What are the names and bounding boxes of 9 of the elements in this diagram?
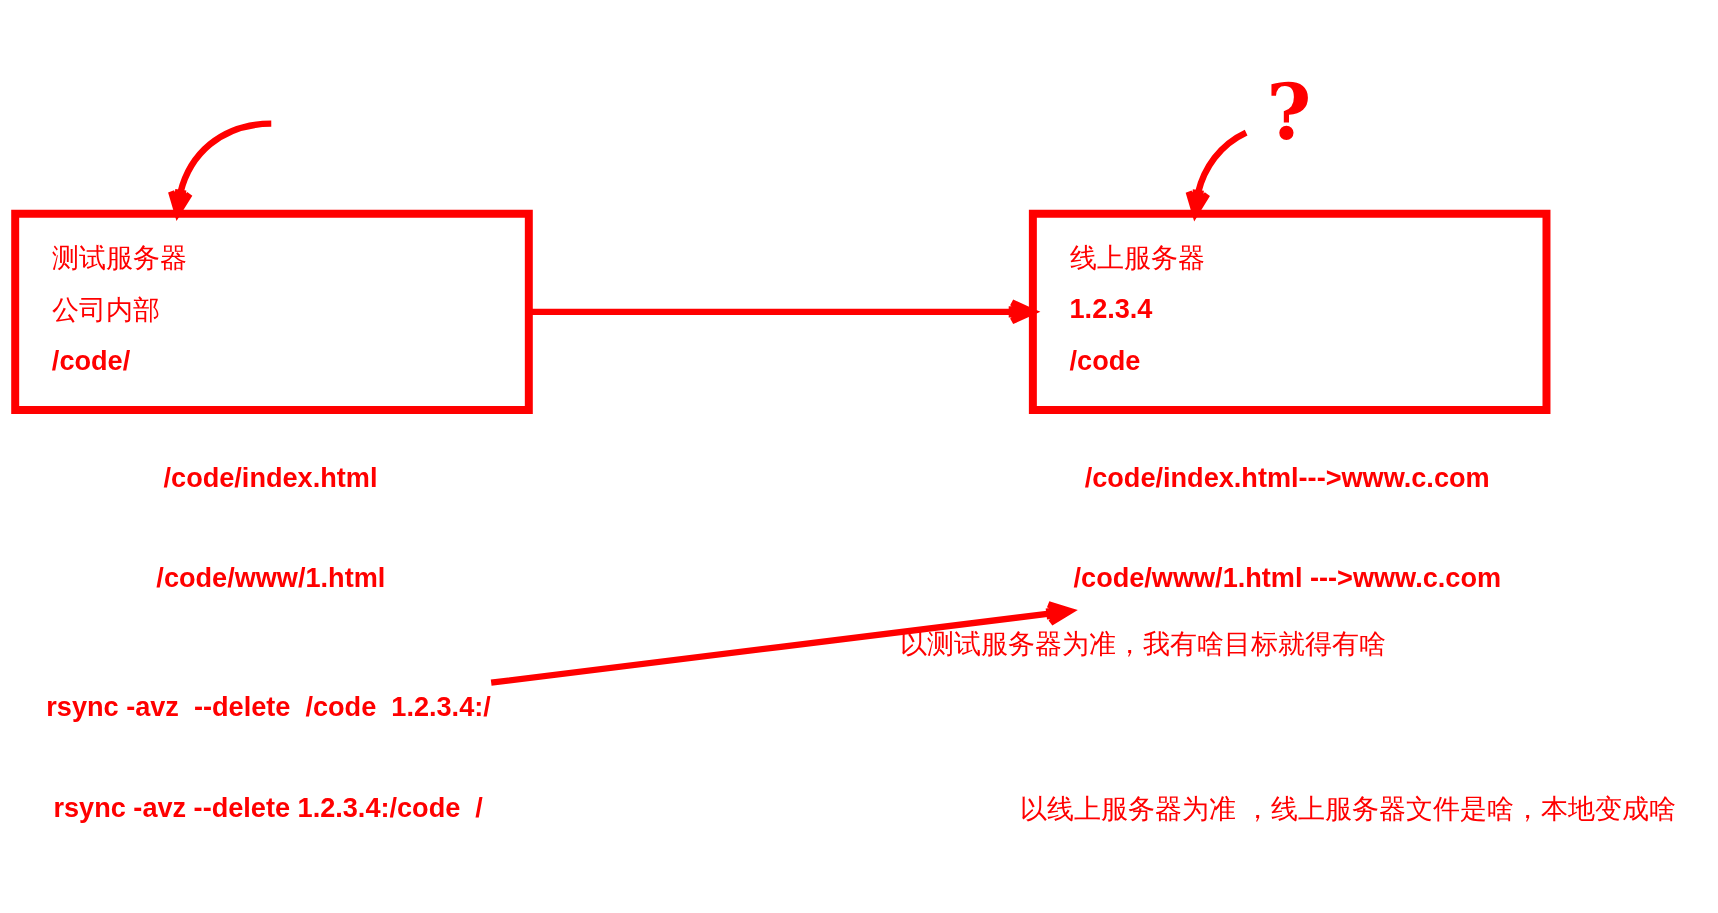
edge-label: 以测试服务器为准，我有啥目标就得有啥 bbox=[900, 627, 1387, 659]
label: /code/index.html bbox=[163, 461, 378, 493]
node-text: rsync -avz --delete /code 1.2.3.4:/ bbox=[46, 690, 491, 722]
node-text: ? bbox=[1266, 66, 1312, 157]
label: rsync -avz --delete 1.2.3.4:/code / bbox=[53, 791, 483, 823]
label: /code/index.html--->www.c.com bbox=[1084, 461, 1490, 493]
label: 以线上服务器为准 ，线上服务器文件是啥，本地变成啥 bbox=[1020, 792, 1676, 824]
node-text: /code/www/1.html --->www.c.com bbox=[1073, 561, 1502, 593]
label: /code/www/1.html bbox=[156, 561, 386, 593]
